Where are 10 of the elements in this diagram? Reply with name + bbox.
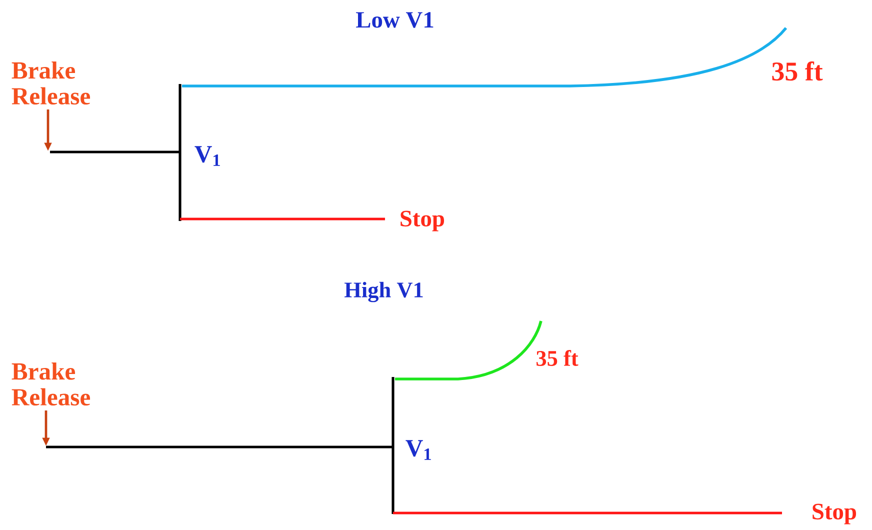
label: V$_{1}$ [194,146,220,166]
label: V$_{1}$ [406,440,431,460]
label: Stop [400,210,444,232]
label: 35 ft [536,350,578,366]
label: High V1 [344,282,423,302]
label: 35 ft [772,61,823,81]
label: Stop [812,504,856,524]
annotation-text: Brake Release [12,362,90,406]
label: Low V1 [356,12,434,28]
annotation-text: Brake Release [12,61,90,105]
